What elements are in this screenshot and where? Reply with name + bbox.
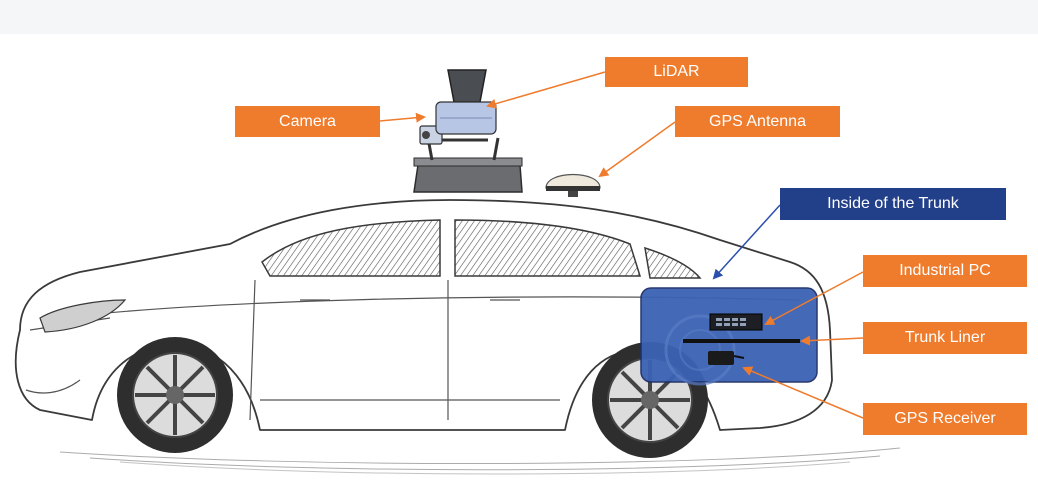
arrow-trunk-liner — [800, 335, 864, 346]
headlight — [39, 299, 127, 333]
arrow-gps-receiver — [742, 366, 864, 419]
arrow-lidar — [486, 71, 606, 109]
industrial-pc-label: Industrial PC — [863, 255, 1027, 287]
arrow-gps-antenna — [598, 121, 676, 178]
ground-shadow — [59, 447, 901, 475]
lidar-label: LiDAR — [605, 57, 748, 87]
trunk-liner-label: Trunk Liner — [863, 322, 1027, 354]
arrow-inside-trunk — [712, 204, 781, 280]
gps-antenna-label: GPS Antenna — [675, 106, 840, 137]
camera-label: Camera — [235, 106, 380, 137]
car-windows — [261, 219, 702, 279]
arrow-camera — [379, 112, 426, 123]
gps-antenna-device — [545, 173, 601, 197]
top-band — [0, 0, 1038, 34]
lidar-device — [435, 69, 497, 135]
inside-trunk-label: Inside of the Trunk — [780, 188, 1006, 220]
trunk-panel — [640, 287, 818, 386]
gps-receiver-label: GPS Receiver — [863, 403, 1027, 435]
arrows — [379, 71, 864, 419]
roof-rack — [413, 137, 523, 193]
front-wheel — [117, 337, 233, 453]
arrow-industrial-pc — [764, 271, 864, 325]
